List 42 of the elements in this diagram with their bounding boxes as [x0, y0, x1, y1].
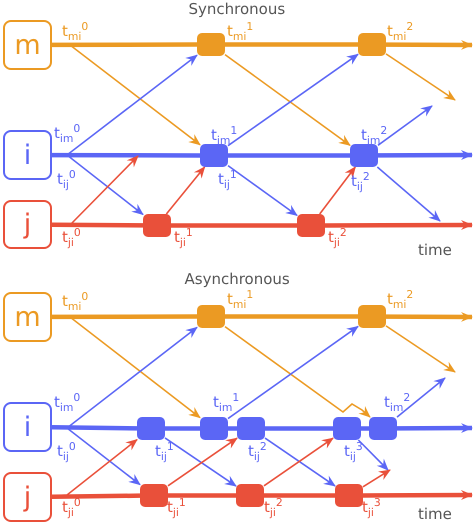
process-box: i: [3, 130, 52, 180]
process-box: m: [3, 20, 52, 70]
timeline-arrow: [397, 423, 473, 434]
event-block: [369, 417, 397, 440]
event-block: [137, 417, 165, 440]
timeline-arrow: [386, 40, 473, 50]
event-block: [197, 33, 225, 56]
event-block: [140, 484, 168, 507]
timeline-arrow: [362, 490, 473, 500]
message-arrow: [362, 469, 391, 488]
timeline-arrow: [378, 150, 473, 160]
panel-title: Asynchronous: [184, 270, 290, 289]
message-arrow: [319, 166, 356, 214]
message-arrow: [396, 377, 446, 418]
process-box: j: [3, 472, 52, 522]
process-box: j: [3, 200, 52, 249]
event-block: [297, 214, 325, 237]
message-arrow: [386, 53, 456, 101]
axis-label: time: [418, 505, 452, 524]
event-block: [237, 417, 265, 440]
timeline-arrow: [386, 312, 473, 322]
event-block: [236, 484, 264, 507]
message-arrow: [228, 164, 298, 216]
timeline-arrow: [325, 220, 473, 230]
event-block: [200, 144, 228, 167]
event-block: [358, 33, 386, 56]
event-block: [335, 484, 363, 507]
event-block: [350, 144, 378, 167]
event-block: [143, 214, 171, 237]
message-arrow: [378, 105, 433, 146]
message-arrow: [166, 166, 206, 214]
event-block: [333, 417, 361, 440]
message-arrow: [386, 325, 456, 373]
event-block: [358, 305, 386, 328]
process-box: m: [3, 292, 52, 342]
panel-title: Synchronous: [188, 0, 286, 19]
axis-label: time: [418, 241, 452, 260]
event-block: [197, 305, 225, 328]
message-arrow: [376, 166, 441, 222]
event-block: [200, 417, 228, 440]
process-box: i: [3, 402, 52, 452]
message-arrow: [358, 439, 389, 471]
